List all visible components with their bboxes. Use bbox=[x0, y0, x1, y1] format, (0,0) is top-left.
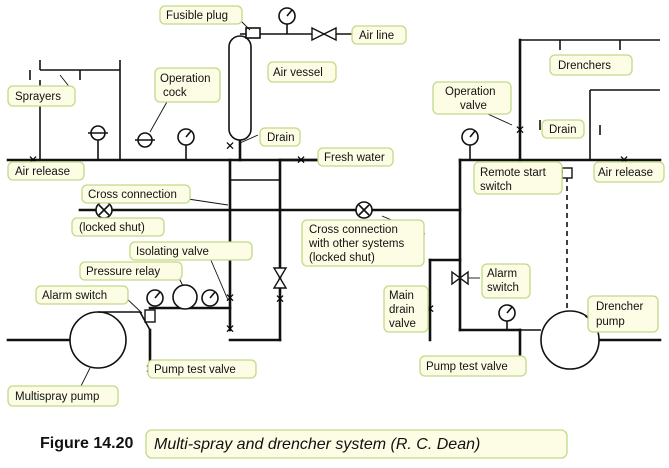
label-drain-left: Drain bbox=[259, 127, 301, 147]
figure-caption: Figure 14.20 Multi-spray and drencher sy… bbox=[40, 429, 568, 459]
svg-text:cock: cock bbox=[163, 87, 187, 99]
label-alarm-switch-right: Alarm switch bbox=[481, 263, 531, 299]
label-fusible-plug: Fusible plug bbox=[159, 5, 243, 25]
label-air-release-left: Air release bbox=[7, 161, 85, 181]
fusible-plug-shape bbox=[245, 27, 261, 39]
gauge-icons bbox=[146, 7, 516, 322]
alarm-check-valve-icon bbox=[451, 270, 462, 286]
multispray-pump-icon bbox=[69, 311, 151, 369]
label-locked-shut: (locked shut) bbox=[71, 217, 165, 237]
operation-valve-icon: ✕ bbox=[515, 123, 525, 137]
riser-check-valve-icon bbox=[272, 267, 288, 280]
label-pump-test-valve-left: Pump test valve bbox=[147, 359, 257, 379]
label-pump-test-valve-right: Pump test valve bbox=[419, 355, 527, 377]
drencher-pump-icon bbox=[520, 310, 600, 370]
label-sprayers: Sprayers bbox=[7, 85, 76, 107]
fresh-water-valve-icon: ✕ bbox=[296, 153, 306, 167]
svg-text:Main: Main bbox=[389, 290, 414, 302]
main-drain-valve-icon: ✕ bbox=[425, 302, 435, 316]
svg-text:Alarm switch: Alarm switch bbox=[42, 290, 107, 302]
svg-text:Multispray pump: Multispray pump bbox=[15, 391, 99, 403]
svg-text:Drencher: Drencher bbox=[596, 301, 643, 313]
svg-text:valve: valve bbox=[460, 100, 487, 112]
left-air-release-valve-icon: ✕ bbox=[28, 153, 38, 167]
svg-text:Drenchers: Drenchers bbox=[558, 60, 611, 72]
label-drenchers: Drenchers bbox=[549, 54, 633, 76]
svg-text:Fresh water: Fresh water bbox=[324, 152, 385, 164]
right-air-release-valve-icon: ✕ bbox=[619, 153, 629, 167]
svg-text:Drain: Drain bbox=[549, 124, 576, 136]
air-line-valve-icon bbox=[311, 26, 326, 42]
label-fresh-water: Fresh water bbox=[317, 147, 394, 167]
svg-text:Isolating valve: Isolating valve bbox=[136, 246, 209, 258]
svg-text:Drain: Drain bbox=[267, 132, 294, 144]
figure-title: Multi-spray and drencher system (R. C. D… bbox=[154, 436, 480, 453]
svg-text:switch: switch bbox=[480, 181, 512, 193]
label-alarm-switch-left: Alarm switch bbox=[35, 285, 129, 305]
label-air-line: Air line bbox=[351, 25, 407, 45]
svg-text:Pump test valve: Pump test valve bbox=[426, 361, 508, 373]
label-remote-start-switch: Remote start switch bbox=[473, 161, 563, 195]
svg-text:Air line: Air line bbox=[359, 30, 394, 42]
label-multispray-pump: Multispray pump bbox=[7, 385, 119, 407]
svg-text:drain: drain bbox=[389, 304, 415, 316]
label-operation-valve: Operation valve bbox=[432, 81, 512, 115]
svg-text:pump: pump bbox=[596, 316, 625, 328]
isolating-valve-icon: ✕ bbox=[225, 291, 235, 305]
label-air-release-right: Air release bbox=[593, 161, 665, 183]
svg-text:Alarm: Alarm bbox=[487, 268, 517, 280]
svg-text:Air vessel: Air vessel bbox=[273, 67, 323, 79]
svg-text:Remote start: Remote start bbox=[480, 167, 547, 179]
label-cross-connection: Cross connection bbox=[81, 184, 191, 204]
label-cross-connection-other-systems: Cross connection with other systems (loc… bbox=[301, 219, 425, 267]
svg-text:Cross connection: Cross connection bbox=[309, 224, 398, 236]
svg-text:Sprayers: Sprayers bbox=[15, 91, 61, 103]
svg-text:(locked shut): (locked shut) bbox=[309, 252, 375, 264]
svg-text:Air release: Air release bbox=[598, 167, 653, 179]
svg-text:(locked shut): (locked shut) bbox=[79, 222, 145, 234]
svg-text:switch: switch bbox=[487, 282, 519, 294]
svg-text:Pump test valve: Pump test valve bbox=[154, 364, 236, 376]
remote-start-switch-icon bbox=[561, 167, 573, 179]
label-drencher-pump: Drencher pump bbox=[587, 295, 659, 333]
riser-valve-icon: ✕ bbox=[275, 292, 285, 306]
svg-text:Cross connection: Cross connection bbox=[88, 189, 177, 201]
svg-text:Operation: Operation bbox=[445, 86, 496, 98]
svg-text:Operation: Operation bbox=[160, 73, 211, 85]
pressure-relay-icon bbox=[172, 284, 198, 310]
label-pressure-relay: Pressure relay bbox=[79, 261, 183, 281]
svg-text:Fusible plug: Fusible plug bbox=[166, 10, 228, 22]
label-drain-right: Drain bbox=[541, 119, 585, 139]
label-operation-cock: Operation cock bbox=[154, 67, 221, 103]
alarm-switch-icon bbox=[144, 309, 156, 323]
pump-outlet-valve-icon: ✕ bbox=[225, 322, 235, 336]
air-vessel-shape bbox=[228, 35, 252, 141]
drain-valve-icon: ✕ bbox=[225, 139, 235, 153]
figure-number: Figure 14.20 bbox=[40, 435, 133, 452]
svg-text:with other systems: with other systems bbox=[308, 238, 404, 250]
svg-text:valve: valve bbox=[389, 318, 416, 330]
label-main-drain-valve: Main drain valve bbox=[383, 285, 429, 333]
label-air-vessel: Air vessel bbox=[267, 61, 337, 83]
svg-text:Air release: Air release bbox=[15, 166, 70, 178]
label-isolating-valve: Isolating valve bbox=[129, 241, 253, 261]
svg-text:Pressure relay: Pressure relay bbox=[86, 266, 160, 278]
